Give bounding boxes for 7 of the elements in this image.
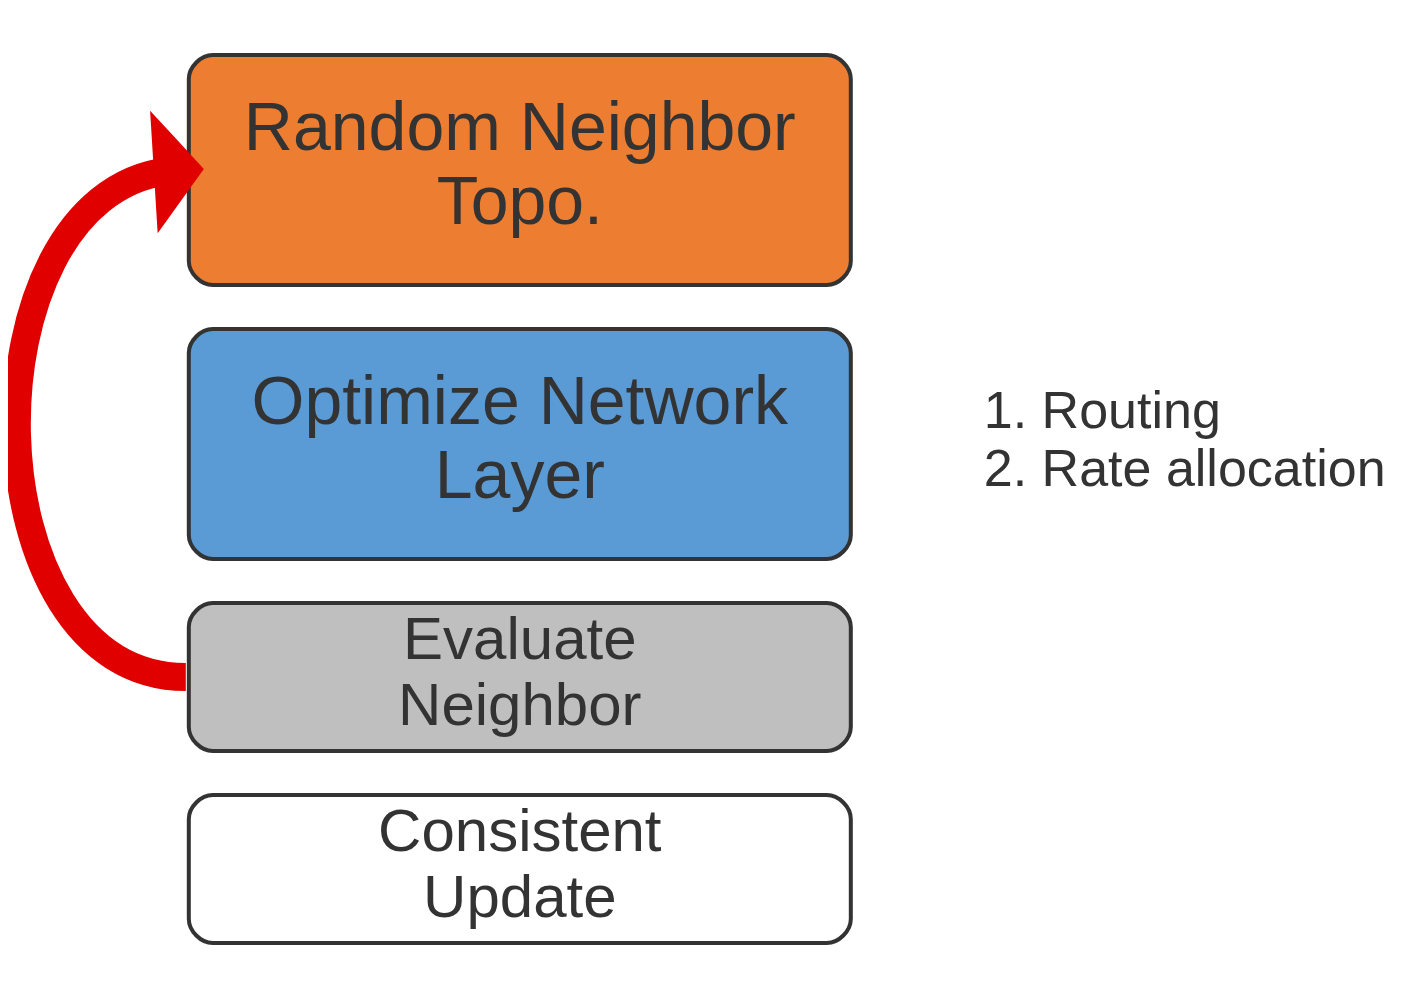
node-box: Optimize Network Layer	[186, 326, 853, 561]
node-box: Consistent Update	[186, 792, 853, 945]
node-label: 1. Routing	[983, 380, 1221, 439]
node-label: 2. Rate allocation	[983, 438, 1386, 497]
node-box: Evaluate Neighbor	[186, 600, 853, 753]
node-box: Random Neighbor Topo.	[186, 52, 853, 287]
arrow	[8, 110, 204, 691]
